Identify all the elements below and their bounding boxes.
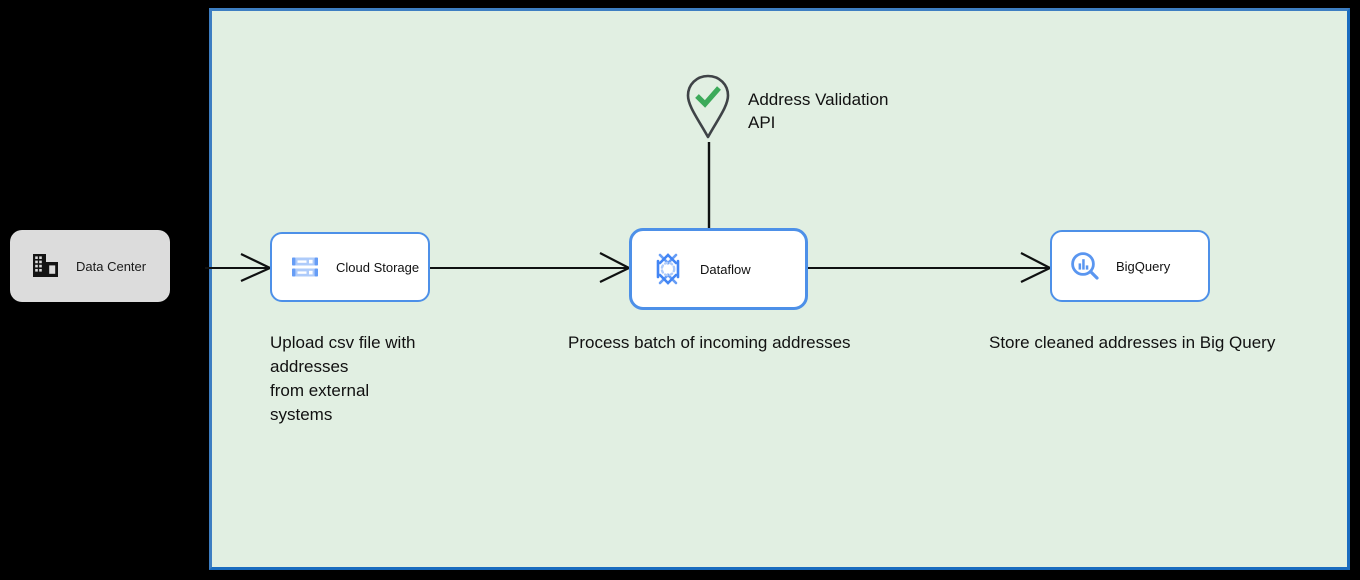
node-dataflow[interactable]: Dataflow: [629, 228, 808, 310]
caption-cloud-storage: Upload csv file with addresses from exte…: [270, 333, 416, 424]
cloud-storage-icon: [290, 252, 320, 282]
connector-datacenter-to-cloudstorage[interactable]: [205, 248, 275, 288]
node-data-center-label: Data Center: [76, 258, 147, 274]
node-data-center[interactable]: Data Center: [10, 230, 170, 302]
connector-api-to-dataflow[interactable]: [702, 142, 718, 234]
node-bigquery[interactable]: BigQuery: [1050, 230, 1210, 302]
caption-bigquery: Store cleaned addresses in Big Query: [989, 333, 1276, 352]
bigquery-icon: [1070, 251, 1100, 281]
node-cloud-storage[interactable]: Cloud Storage: [270, 232, 430, 302]
node-cloud-storage-label: Cloud Storage: [336, 259, 420, 275]
data-center-icon: [32, 252, 60, 280]
dataflow-icon: [652, 252, 684, 286]
node-bigquery-label: BigQuery: [1116, 258, 1171, 274]
node-dataflow-label: Dataflow: [700, 261, 751, 277]
map-pin-check-icon: [686, 74, 730, 139]
connector-cloudstorage-to-dataflow[interactable]: [428, 248, 633, 288]
address-validation-api-label: Address Validation API: [748, 90, 889, 132]
caption-dataflow: Process batch of incoming addresses: [568, 333, 851, 352]
connector-dataflow-to-bigquery[interactable]: [806, 248, 1054, 288]
